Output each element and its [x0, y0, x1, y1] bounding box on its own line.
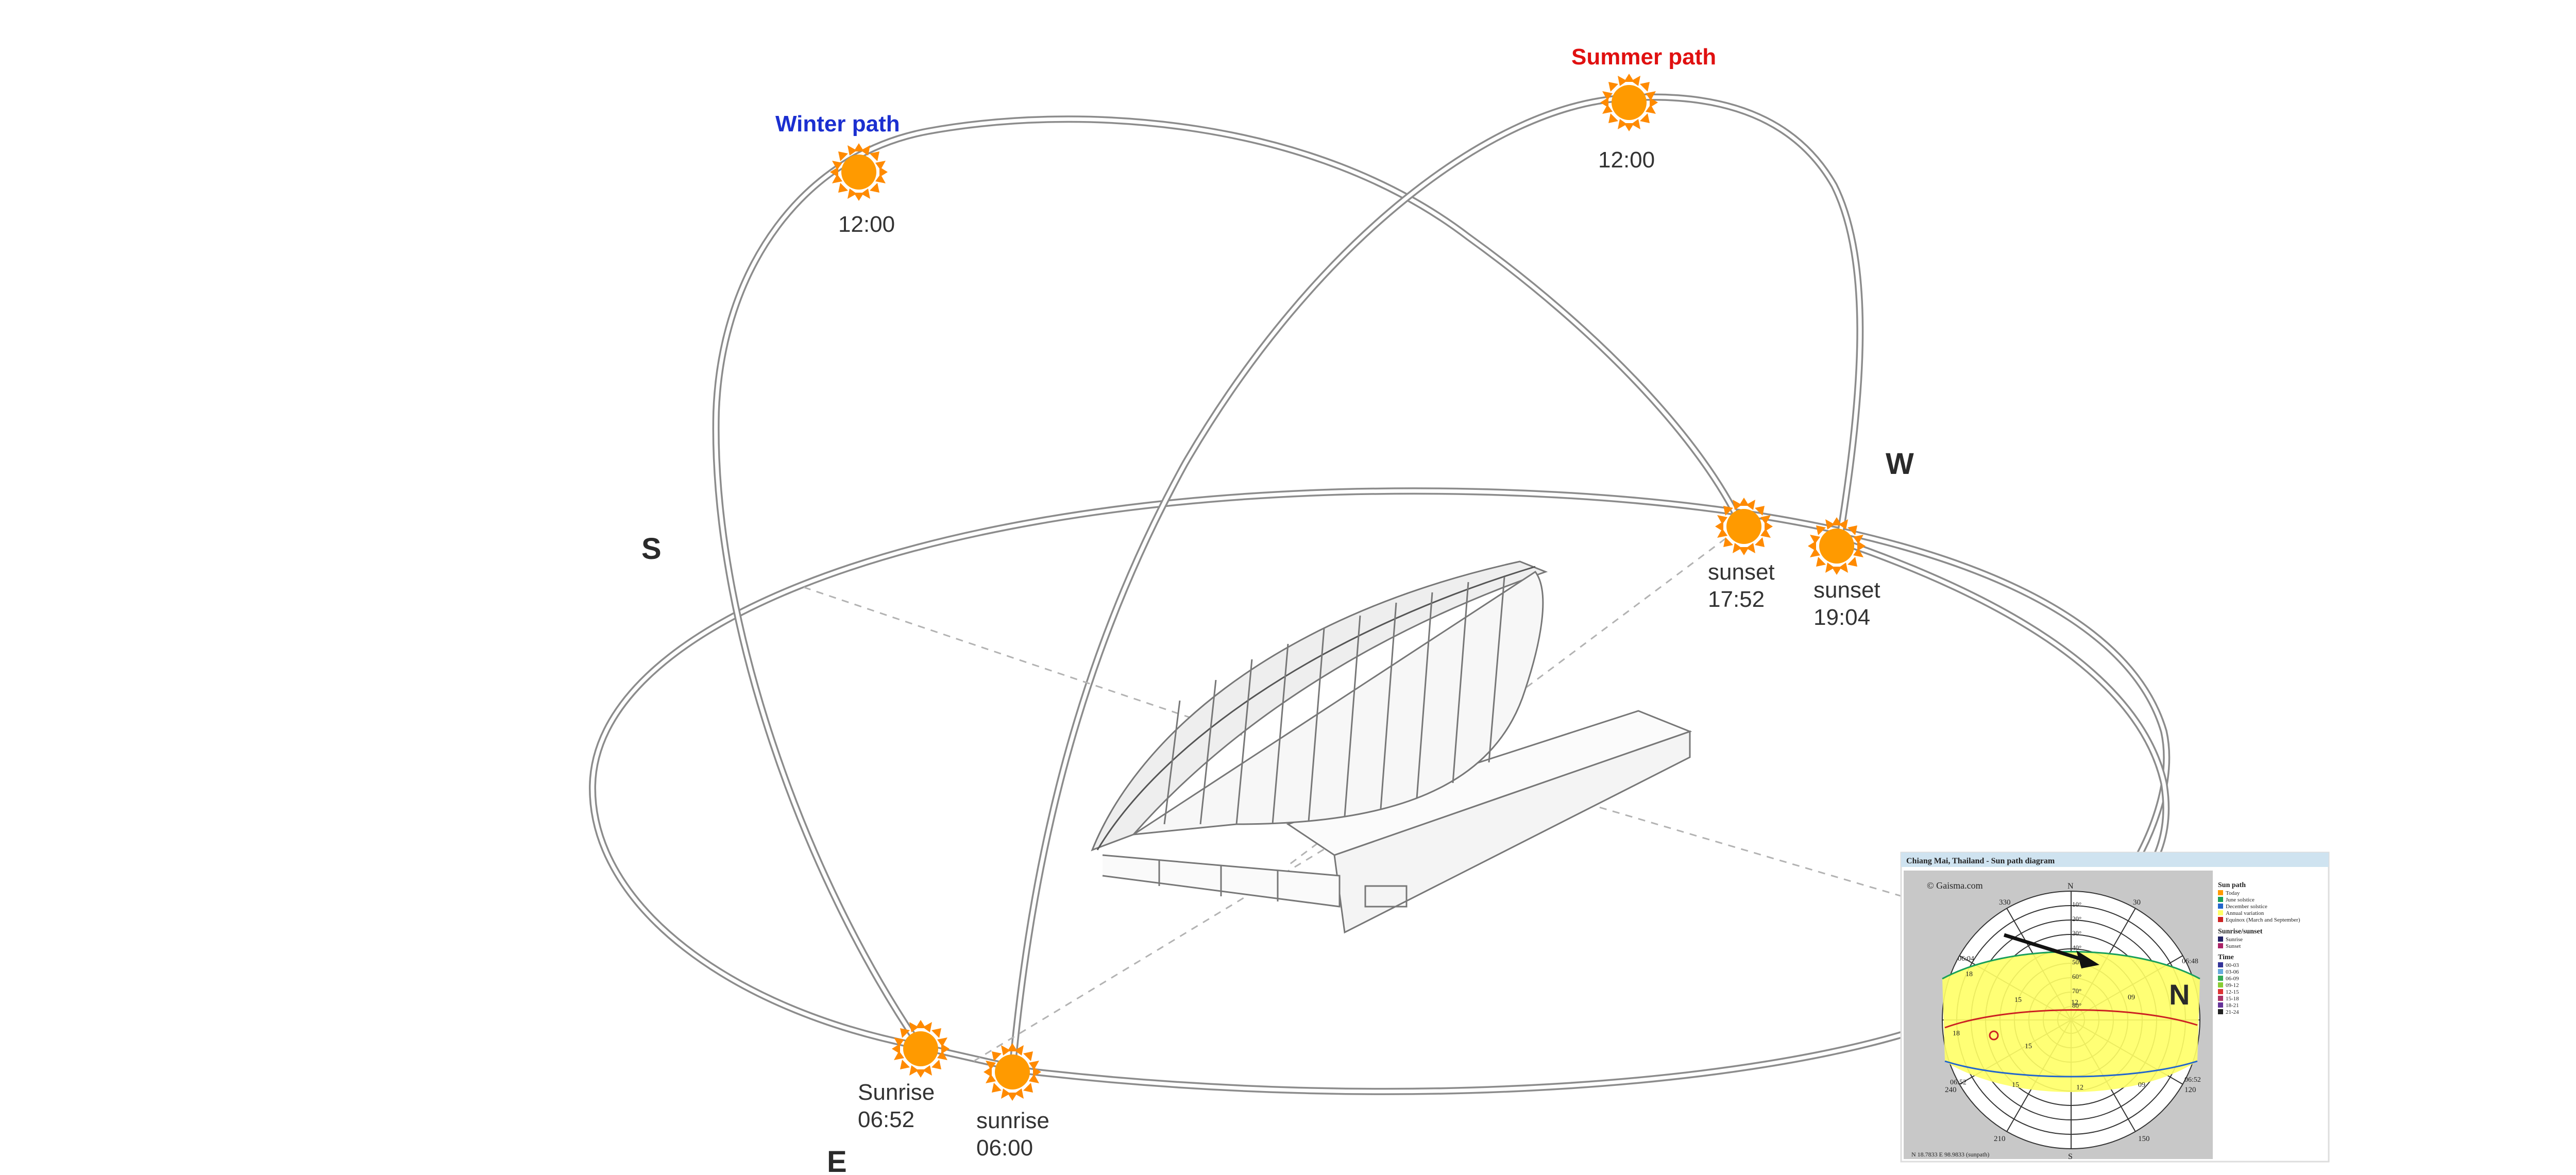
- inset-arrow-icon: [2003, 933, 2099, 968]
- inset-time-mark: 18: [1953, 1030, 1960, 1037]
- inset-time-mark: 09: [2128, 994, 2135, 1001]
- horizon-ellipse: [588, 487, 2171, 1095]
- inset-time-mark: 15: [2025, 1043, 2032, 1050]
- legend-time-title: Time: [2218, 953, 2234, 961]
- legend-item: Equinox (March and September): [2226, 917, 2300, 923]
- sunrise-summer-time: 06:00: [976, 1135, 1033, 1161]
- guide-lines: [803, 530, 1938, 1062]
- sunset-summer-time: 19:04: [1814, 605, 1870, 630]
- inset-bearing-30: 30: [2133, 898, 2141, 907]
- winter-noon-time: 12:00: [838, 212, 895, 237]
- inset-alt-60: 60°: [2072, 973, 2081, 980]
- inset-alt-20: 20°: [2072, 915, 2081, 923]
- legend-item: June solstice: [2226, 897, 2255, 903]
- inset-n-text: N: [2067, 882, 2074, 891]
- inset-north-label: N: [2169, 978, 2190, 1011]
- inset-time-mark: 12: [2076, 1084, 2083, 1092]
- legend-item: Annual variation: [2226, 910, 2264, 916]
- inset-alt-10: 10°: [2072, 900, 2081, 908]
- compass-east: E: [827, 1145, 847, 1175]
- legend-item: 12-15: [2226, 989, 2239, 995]
- building-sketch: [1091, 560, 1692, 934]
- sunset-winter-word: sunset: [1708, 559, 1775, 585]
- legend-item: 00-03: [2226, 962, 2239, 968]
- inset-time-mark: 15: [2014, 996, 2022, 1004]
- winter-path-label: Winter path: [775, 111, 900, 137]
- inset-time-mark: 06:52: [1950, 1079, 1967, 1086]
- inset-time-mark: 09: [2138, 1081, 2145, 1089]
- inset-time-mark: 15: [2012, 1081, 2019, 1089]
- legend-item: Sunset: [2226, 943, 2241, 949]
- legend-item: 03-06: [2226, 969, 2239, 975]
- sunrise-winter-word: Sunrise: [858, 1080, 935, 1105]
- legend-item: 06-09: [2226, 976, 2239, 982]
- sun-sunset-winter: [1715, 498, 1773, 555]
- legend-item: Sunrise: [2226, 936, 2243, 943]
- inset-sun-band: [1942, 951, 2200, 1092]
- legend-sunrise-title: Sunrise/sunset: [2218, 928, 2263, 935]
- sunset-winter-time: 17:52: [1708, 587, 1765, 612]
- inset-time-mark: 18: [1965, 970, 1973, 978]
- inset-alt-80: 80°: [2072, 1001, 2081, 1009]
- legend-item: 09-12: [2226, 982, 2239, 989]
- inset-legend: Sun path Today June solstice December so…: [2218, 881, 2300, 1015]
- legend-sun-path-title: Sun path: [2218, 881, 2246, 889]
- inset-alt-40: 40°: [2072, 944, 2081, 951]
- legend-item: December solstice: [2226, 904, 2267, 910]
- legend-item: 15-18: [2226, 996, 2239, 1002]
- inset-alt-30: 30°: [2072, 929, 2081, 937]
- compass-west: W: [1886, 447, 1914, 481]
- legend-item: 18-21: [2226, 1002, 2239, 1009]
- inset-time-mark: 06:52: [2184, 1076, 2201, 1084]
- legend-item: Today: [2226, 890, 2240, 896]
- inset-copyright: © Gaisma.com: [1927, 880, 1983, 891]
- summer-path-label: Summer path: [1571, 44, 1716, 70]
- inset-time-mark: 06:48: [2182, 958, 2198, 965]
- inset-bearing-210: 210: [1994, 1135, 2006, 1143]
- sunrise-winter-time: 06:52: [858, 1107, 914, 1132]
- inset-time-mark: 06:04: [1958, 955, 1974, 963]
- inset-bearing-330: 330: [1999, 898, 2011, 907]
- inset-header: Chiang Mai, Thailand - Sun path diagram: [1906, 857, 2055, 865]
- legend-item: 21-24: [2226, 1009, 2239, 1015]
- sunset-summer-word: sunset: [1814, 577, 1880, 603]
- winter-path-loop: [712, 115, 1745, 1048]
- compass-south: S: [641, 532, 662, 566]
- inset-alt-70: 70°: [2072, 987, 2081, 995]
- sunrise-summer-word: sunrise: [976, 1108, 1049, 1133]
- inset-sun-path-chart: Chiang Mai, Thailand - Sun path diagram …: [1900, 852, 2330, 1163]
- inset-time-mark: 12: [2071, 999, 2078, 1007]
- inset-bearing-150: 150: [2138, 1135, 2150, 1143]
- inset-alt-50: 50°: [2072, 958, 2081, 966]
- summer-noon-time: 12:00: [1598, 147, 1655, 173]
- inset-bearing-240: 240: [1945, 1086, 1957, 1094]
- inset-footer: N 18.7833 E 98.9833 (sunpath): [1911, 1151, 1989, 1158]
- inset-bearing-120: 120: [2184, 1086, 2196, 1094]
- inset-s-text: S: [2068, 1152, 2073, 1161]
